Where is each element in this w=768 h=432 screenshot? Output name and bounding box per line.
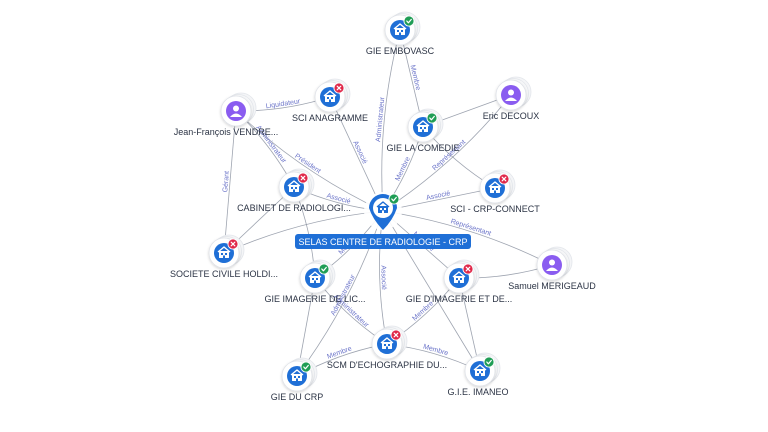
cross-badge-icon xyxy=(498,173,510,185)
check-badge-icon xyxy=(300,361,312,373)
node-imaneo[interactable]: G.I.E. IMANEO xyxy=(447,352,509,397)
node-label-sc_holdi: SOCIETE CIVILE HOLDI... xyxy=(170,269,278,279)
node-scm_echo[interactable]: SCM D'ECHOGRAPHIE DU... xyxy=(327,325,447,370)
check-badge-icon xyxy=(483,356,495,368)
edge-label-main-scm_echo: Associé xyxy=(379,265,387,290)
node-label-imaneo: G.I.E. IMANEO xyxy=(447,387,508,397)
edge-label-jf-anagramme: Liquidateur xyxy=(265,98,301,110)
edge-label-jf-sc_holdi: Gérant xyxy=(222,171,231,193)
edge-label-main-embovasc: Administrateur xyxy=(375,96,386,142)
person-icon xyxy=(230,105,242,117)
building-icon xyxy=(452,271,466,283)
edge-jf-main xyxy=(235,110,384,212)
node-imagerie_lic[interactable]: GIE IMAGERIE DE LIC... xyxy=(264,259,366,304)
cross-badge-icon xyxy=(227,238,239,250)
building-icon xyxy=(308,271,322,283)
node-label-imagerie_de: GIE D'IMAGERIE ET DE... xyxy=(406,294,513,304)
edge-label-main-sci_crp: Associé xyxy=(426,190,452,202)
main-node[interactable]: SELAS CENTRE DE RADIOLOGIE - CRP xyxy=(295,192,471,249)
node-label-embovasc: GIE EMBOVASC xyxy=(366,46,435,56)
node-label-cabinet: CABINET DE RADIOLOGI... xyxy=(237,203,351,213)
edge-main-embovasc xyxy=(381,29,401,212)
cross-badge-icon xyxy=(297,172,309,184)
node-sci_crp[interactable]: SCI - CRP-CONNECT xyxy=(450,169,540,214)
building-icon xyxy=(393,23,407,35)
building-icon xyxy=(287,180,301,192)
node-jf[interactable]: Jean-François VENDRE... xyxy=(174,92,279,137)
building-icon xyxy=(376,201,390,213)
node-label-imagerie_lic: GIE IMAGERIE DE LIC... xyxy=(264,294,365,304)
node-sc_holdi[interactable]: SOCIETE CIVILE HOLDI... xyxy=(170,234,278,279)
edge-label-embovasc-comedie: Membre xyxy=(409,64,422,91)
node-decoux[interactable]: Eric DECOUX xyxy=(483,76,540,121)
edge-main-gie_crp xyxy=(296,210,384,377)
node-label-decoux: Eric DECOUX xyxy=(483,111,540,121)
node-label-jf: Jean-François VENDRE... xyxy=(174,127,279,137)
cross-badge-icon xyxy=(462,263,474,275)
node-anagramme[interactable]: SCI ANAGRAMME xyxy=(292,78,368,123)
node-label-comedie: GIE LA COMEDIE xyxy=(386,143,459,153)
building-icon xyxy=(323,90,337,102)
cross-badge-icon xyxy=(390,329,402,341)
main-node-label-text: SELAS CENTRE DE RADIOLOGIE - CRP xyxy=(298,237,467,247)
edge-label-main-comedie: Membre xyxy=(395,156,412,182)
node-label-gie_crp: GIE DU CRP xyxy=(271,392,324,402)
person-icon xyxy=(505,89,517,101)
building-icon xyxy=(380,337,394,349)
cross-badge-icon xyxy=(333,82,345,94)
building-icon xyxy=(217,246,231,258)
check-badge-icon xyxy=(426,112,438,124)
edge-label-scm_echo-imaneo: Membre xyxy=(422,343,449,357)
edge-decoux-main xyxy=(382,94,512,212)
node-label-scm_echo: SCM D'ECHOGRAPHIE DU... xyxy=(327,360,447,370)
node-imagerie_de[interactable]: GIE D'IMAGERIE ET DE... xyxy=(406,259,513,304)
building-icon xyxy=(473,364,487,376)
edge-main-imaneo xyxy=(382,210,481,372)
check-badge-icon xyxy=(318,263,330,275)
node-embovasc[interactable]: GIE EMBOVASC xyxy=(366,11,435,56)
edge-merigeaud-main xyxy=(382,210,553,266)
check-badge-icon xyxy=(388,193,400,205)
node-merigeaud[interactable]: Samuel MERIGEAUD xyxy=(508,246,596,291)
edge-label-scm_echo-gie_crp: Membre xyxy=(326,345,353,360)
building-icon xyxy=(488,181,502,193)
check-badge-icon xyxy=(403,15,415,27)
nodes-layer: GIE EMBOVASC SCI ANAGRAMME Jean-François V… xyxy=(170,11,596,402)
main-node-label: SELAS CENTRE DE RADIOLOGIE - CRP xyxy=(295,234,471,249)
person-icon xyxy=(546,259,558,271)
node-label-sci_crp: SCI - CRP-CONNECT xyxy=(450,204,540,214)
node-comedie[interactable]: GIE LA COMEDIE xyxy=(386,108,460,153)
node-label-anagramme: SCI ANAGRAMME xyxy=(292,113,368,123)
building-icon xyxy=(416,120,430,132)
node-cabinet[interactable]: CABINET DE RADIOLOGI... xyxy=(237,168,351,213)
building-icon xyxy=(290,369,304,381)
node-label-merigeaud: Samuel MERIGEAUD xyxy=(508,281,596,291)
node-gie_crp[interactable]: GIE DU CRP xyxy=(271,357,324,402)
